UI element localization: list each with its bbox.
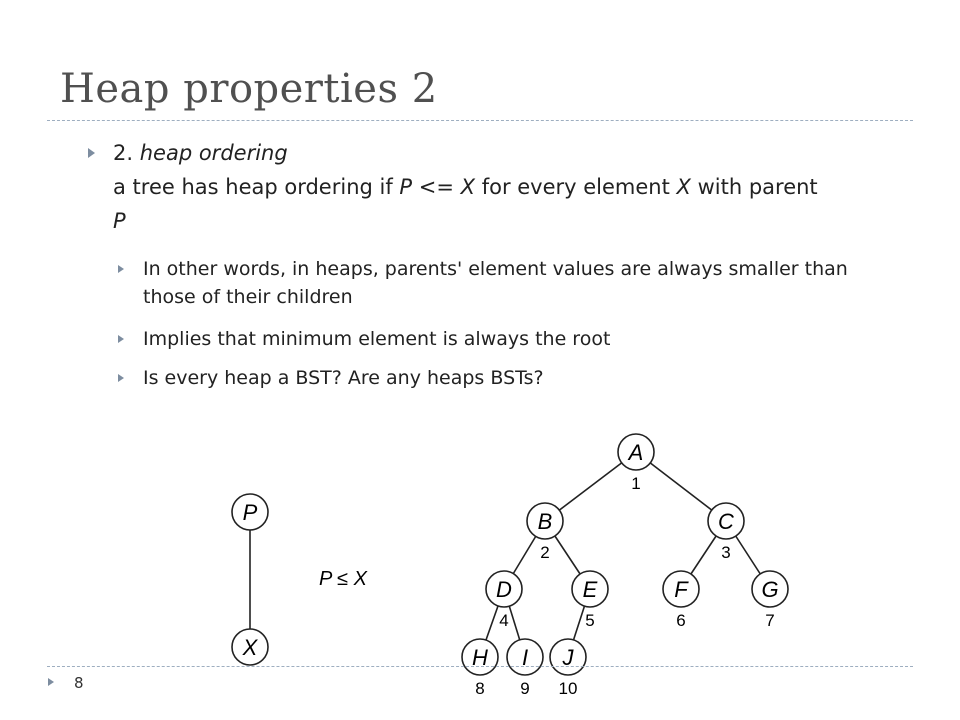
tree-node-index: 5 <box>585 611 594 630</box>
slide-title: Heap properties 2 <box>60 66 438 112</box>
bullet-prefix: 2. <box>113 141 134 165</box>
definition-var-x: X <box>460 175 476 199</box>
tree-node-label: D <box>496 577 512 602</box>
tree-node-index: 1 <box>631 474 640 493</box>
definition-var-p: P <box>113 209 126 233</box>
definition-text: with parent <box>690 175 818 199</box>
tree-node-label: G <box>761 577 778 602</box>
title-divider <box>47 120 913 121</box>
main-bullet-text: 2. heap ordering a tree has heap orderin… <box>113 136 893 238</box>
tree-node-index: 4 <box>499 611 508 630</box>
node-p <box>231 493 269 531</box>
tree-node-label: H <box>472 645 488 670</box>
definition-var-x: X <box>676 175 691 199</box>
sub-bullet-2: Implies that minimum element is always t… <box>143 328 611 350</box>
tree-node <box>485 570 523 608</box>
tree-node <box>571 570 609 608</box>
tree-node <box>617 433 655 471</box>
definition-var-p: P <box>399 175 413 199</box>
tree-node-index: 6 <box>676 611 685 630</box>
parent-child-diagram: P X P ≤ X <box>231 493 368 666</box>
tree-node-label: C <box>718 509 734 534</box>
definition-text: for every element <box>475 175 677 199</box>
tree-node <box>707 502 745 540</box>
relation-label: P ≤ X <box>319 568 368 590</box>
tree-node-label: F <box>674 577 689 602</box>
footer-divider <box>47 666 913 667</box>
bullet-arrow-icon <box>118 335 124 343</box>
definition-text: <= <box>412 175 461 199</box>
tree-node-index: 3 <box>721 543 730 562</box>
definition-text: a tree has heap ordering if <box>113 175 400 199</box>
tree-node <box>662 570 700 608</box>
tree-nodes: A 1B 2 C 3D 4 E 5 F 6 G 7H 8 I 9 J 10 <box>461 433 789 698</box>
tree-node-label: A <box>627 440 644 465</box>
bullet-term: heap ordering <box>139 141 288 165</box>
sub-bullet-1: In other words, in heaps, parents' eleme… <box>143 258 848 308</box>
tree-node-index: 10 <box>559 679 578 698</box>
tree-node-label: B <box>538 509 553 534</box>
tree-node-label: E <box>583 577 598 602</box>
node-x-label: X <box>242 635 259 660</box>
bullet-arrow-icon <box>118 265 124 273</box>
tree-node-index: 7 <box>765 611 774 630</box>
tree-node-label: J <box>562 645 575 670</box>
bullet-arrow-icon <box>88 148 95 158</box>
footer-arrow-icon <box>48 678 54 686</box>
bullet-arrow-icon <box>118 374 124 382</box>
sub-bullet-3: Is every heap a BST? Are any heaps BSTs? <box>143 367 544 389</box>
tree-node-index: 9 <box>520 679 529 698</box>
node-p-label: P <box>243 500 258 525</box>
tree-node-index: 2 <box>540 543 549 562</box>
slide-number: 8 <box>74 674 84 692</box>
tree-node <box>751 570 789 608</box>
tree-node-label: I <box>522 645 528 670</box>
node-x <box>231 628 269 666</box>
tree-node-index: 8 <box>475 679 484 698</box>
tree-node <box>526 502 564 540</box>
